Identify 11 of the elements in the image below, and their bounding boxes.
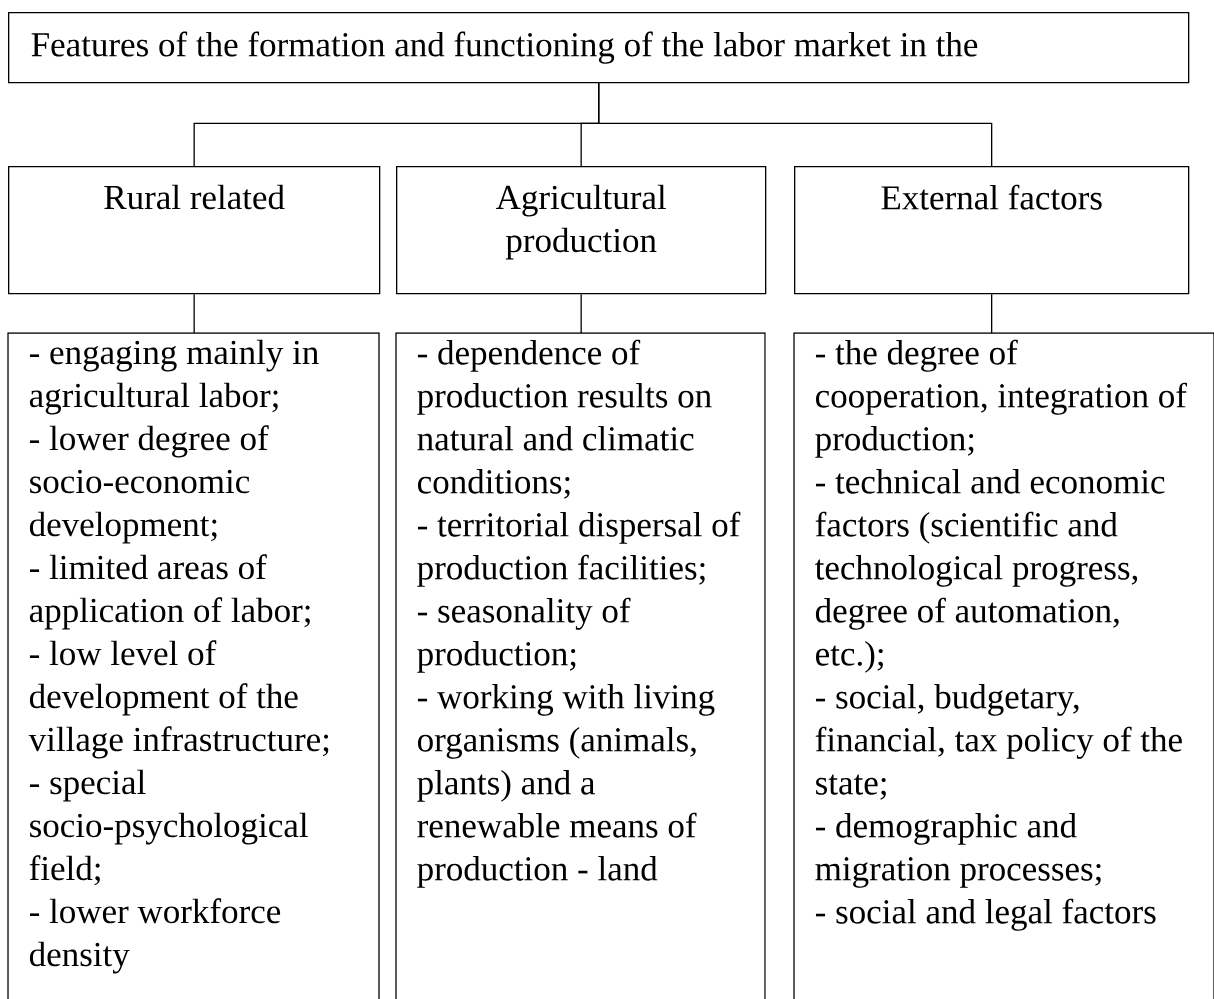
category-box: Rural related [8, 166, 381, 295]
title-box: Features of the formation and functioning of the labor market in the [8, 12, 1190, 84]
category-box: Agricultural production [396, 166, 767, 295]
connector-line [580, 293, 582, 334]
category-box: External factors [794, 166, 1190, 295]
connector-line [193, 293, 195, 334]
list-box: - dependence of production results on natural and climatic conditions; - territorial dispersal of production facilities; - seasonality of production; - working with living organisms (animals, plants) and a renewable means of production - land [395, 332, 766, 999]
list-box: - the degree of cooperation, integration of production; - technical and economic factors (scientific and technological progress, degree of automation, etc.); - social, budgetary, financial, tax policy of the state; - demographic and migration processes; - social and legal factors [793, 332, 1214, 999]
connector-line [991, 293, 993, 334]
list-box: - engaging mainly in agricultural labor; - lower degree of socio-economic development; - limited areas of application of labor; - low level of development of the village infrastructure; - special socio-psychological field; - lower workforce density [7, 332, 380, 999]
connector-line [598, 82, 993, 167]
